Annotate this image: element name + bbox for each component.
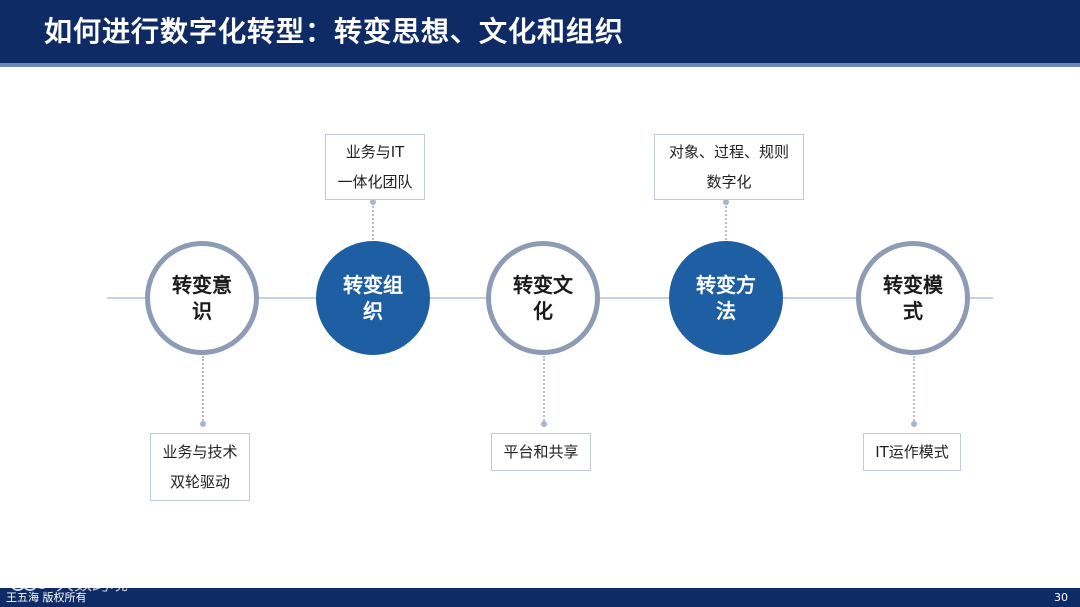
- note-text-culture: 平台和共享: [503, 443, 579, 461]
- connector-organization: [372, 202, 374, 240]
- stage-culture: 转变文化: [486, 241, 600, 355]
- watermark-text: 大数跨境: [56, 574, 128, 595]
- stage-awareness: 转变意识: [145, 241, 259, 355]
- connector-dot-culture: [541, 421, 547, 427]
- page-title: 如何进行数字化转型：转变思想、文化和组织: [44, 15, 625, 48]
- connector-dot-mode: [911, 421, 917, 427]
- stage-organization: 转变组织: [316, 241, 430, 355]
- connector-mode: [913, 356, 915, 424]
- stage-mode: 转变模式: [856, 241, 970, 355]
- header-accent-line: [0, 63, 1080, 67]
- connector-dot-organization: [370, 199, 376, 205]
- copyright-text: 王五海 版权所有: [6, 591, 87, 604]
- note-text-method: 对象、过程、规则 数字化: [668, 143, 789, 191]
- note-mode: IT运作模式: [863, 433, 961, 471]
- stage-method: 转变方法: [669, 241, 783, 355]
- stage-label-organization: 转变组织: [343, 273, 403, 323]
- page-number: 30: [1054, 591, 1068, 604]
- connector-method: [725, 202, 727, 240]
- note-text-awareness: 业务与技术 双轮驱动: [162, 443, 238, 491]
- note-text-mode: IT运作模式: [875, 443, 949, 461]
- note-organization: 业务与IT 一体化团队: [325, 134, 425, 200]
- note-method: 对象、过程、规则 数字化: [654, 134, 804, 200]
- note-text-organization: 业务与IT 一体化团队: [337, 143, 413, 191]
- connector-dot-awareness: [200, 421, 206, 427]
- stage-label-mode: 转变模式: [883, 273, 943, 323]
- watermark-logo-icon: [10, 575, 48, 591]
- footer-bar: 王五海 版权所有 30: [0, 588, 1080, 607]
- stage-label-method: 转变方法: [696, 273, 756, 323]
- connector-awareness: [202, 356, 204, 424]
- note-culture: 平台和共享: [491, 433, 591, 471]
- note-awareness: 业务与技术 双轮驱动: [150, 433, 250, 501]
- stage-label-awareness: 转变意识: [172, 273, 232, 323]
- connector-culture: [543, 356, 545, 424]
- header-bar: [0, 0, 1080, 63]
- connector-dot-method: [723, 199, 729, 205]
- watermark: 大数跨境: [8, 570, 128, 596]
- stage-label-culture: 转变文化: [513, 273, 573, 323]
